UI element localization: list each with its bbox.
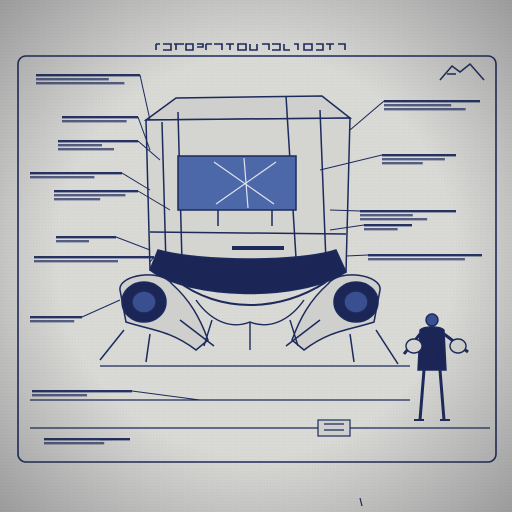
callout-text-mark — [364, 224, 412, 227]
callout-text-mark — [360, 214, 413, 217]
robot-figure-icon — [402, 313, 469, 421]
callout-leader-line — [137, 140, 161, 161]
left-thruster — [99, 274, 215, 363]
callout-text-mark — [36, 78, 109, 81]
left-callout-9 — [32, 390, 201, 401]
callout-text-mark — [56, 240, 89, 243]
callout-leader-line — [329, 209, 361, 212]
callout-text-mark — [30, 316, 82, 319]
baseline-rules — [30, 399, 490, 507]
callout-leader-line — [81, 299, 121, 318]
callout-leader-line — [115, 236, 151, 251]
callout-text-mark — [32, 390, 132, 393]
callout-text-mark — [384, 108, 466, 111]
callout-text-mark — [62, 116, 138, 119]
left-callout-7 — [34, 256, 155, 263]
callout-leader-line — [131, 390, 201, 401]
callout-leader-line — [137, 190, 171, 211]
callout-text-mark — [54, 190, 138, 193]
callout-text-mark — [360, 210, 456, 213]
title-scribble — [155, 43, 346, 51]
callout-text-mark — [56, 236, 116, 239]
callout-text-mark — [382, 158, 445, 161]
right-callout-2 — [319, 154, 456, 171]
callout-text-mark — [360, 218, 428, 221]
landing-struts — [100, 299, 410, 367]
callout-text-mark — [364, 228, 398, 231]
callout-text-mark — [34, 260, 118, 263]
callout-text-mark — [54, 198, 101, 201]
callout-text-mark — [30, 172, 122, 175]
callout-text-mark — [382, 154, 456, 157]
callout-text-mark — [36, 82, 125, 85]
callout-text-mark — [36, 74, 140, 77]
callout-text-mark — [54, 194, 126, 197]
callout-text-mark — [384, 100, 480, 103]
left-callout-5 — [54, 190, 171, 211]
callout-leader-line — [121, 172, 151, 191]
left-callout-2 — [62, 116, 151, 151]
callout-leader-line — [345, 254, 369, 257]
callout-text-mark — [384, 104, 452, 107]
callout-leader-line — [137, 116, 151, 151]
callout-text-mark — [44, 438, 130, 441]
display-screen — [177, 155, 297, 250]
callout-leader-line — [349, 100, 385, 131]
left-callout-3 — [58, 140, 161, 161]
callout-text-mark — [382, 162, 423, 165]
callout-text-mark — [30, 320, 75, 323]
callout-group — [30, 74, 482, 445]
right-callout-1 — [349, 100, 480, 131]
callout-text-mark — [30, 176, 95, 179]
left-callout-4 — [30, 172, 151, 191]
left-callout-6 — [56, 236, 151, 251]
right-callout-3 — [329, 209, 456, 221]
callout-leader-line — [149, 256, 155, 263]
callout-leader-line — [99, 438, 131, 441]
right-callout-5 — [345, 254, 482, 261]
callout-leader-line — [319, 154, 383, 171]
callout-leader-line — [329, 224, 365, 231]
sheet-frame — [17, 55, 497, 463]
callout-text-mark — [58, 144, 102, 147]
callout-text-mark — [368, 258, 465, 261]
callout-text-mark — [368, 254, 482, 257]
left-callout-8 — [30, 299, 121, 323]
left-callout-1 — [36, 74, 151, 121]
callout-leader-line — [139, 74, 151, 121]
callout-text-mark — [58, 148, 114, 151]
callout-text-mark — [44, 442, 105, 445]
mountain-icon — [439, 62, 485, 81]
callout-text-mark — [34, 256, 154, 259]
right-callout-4 — [329, 224, 412, 231]
callout-text-mark — [58, 140, 138, 143]
callout-text-mark — [62, 120, 127, 123]
callout-text-mark — [32, 394, 87, 397]
left-callout-10 — [44, 438, 131, 445]
right-thruster — [285, 274, 399, 365]
